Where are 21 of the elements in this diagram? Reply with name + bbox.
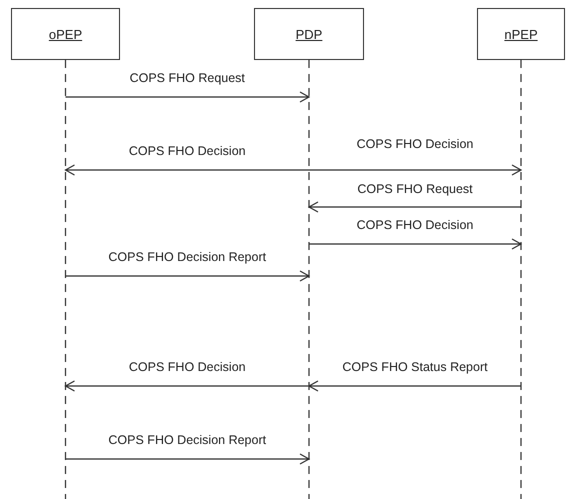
message-label: COPS FHO Request xyxy=(355,182,475,196)
participant-box: PDP xyxy=(254,8,364,60)
message-arrow xyxy=(309,238,522,250)
message-label: COPS FHO Decision xyxy=(126,144,248,158)
message-label: COPS FHO Request xyxy=(128,71,247,85)
message-label: COPS FHO Decision xyxy=(354,137,476,151)
message-label: COPS FHO Decision xyxy=(354,218,476,232)
message-arrow xyxy=(66,453,310,465)
message-label: COPS FHO Decision Report xyxy=(106,433,268,447)
participant-box: oPEP xyxy=(11,8,120,60)
message-arrow xyxy=(308,380,521,392)
message-arrow xyxy=(308,201,521,213)
message-arrow xyxy=(64,380,309,392)
message-arrow xyxy=(66,91,310,103)
message-arrow xyxy=(309,164,522,176)
message-label: COPS FHO Status Report xyxy=(340,360,490,374)
message-label: COPS FHO Decision Report xyxy=(106,250,268,264)
message-label: COPS FHO Decision xyxy=(126,360,248,374)
message-arrow xyxy=(66,270,310,282)
message-arrow xyxy=(64,164,309,176)
participant-box: nPEP xyxy=(477,8,565,60)
